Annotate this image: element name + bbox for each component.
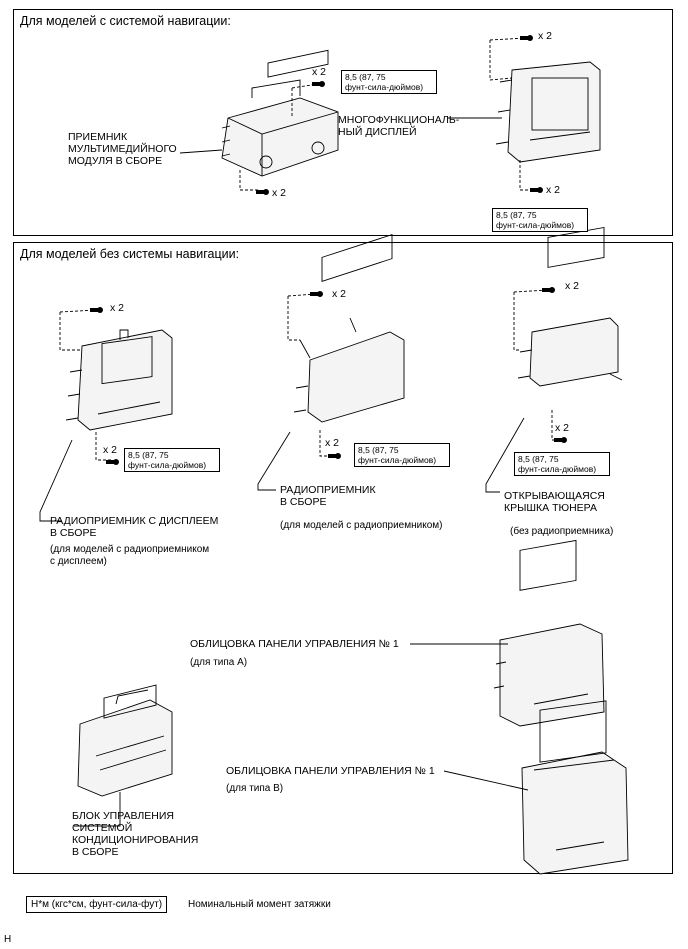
- nonav-qty-radio-display-top: x 2: [110, 302, 125, 314]
- nav-qty-display-top: x 2: [538, 30, 553, 42]
- panel-b-label: ОБЛИЦОВКА ПАНЕЛИ УПРАВЛЕНИЯ № 1: [226, 765, 435, 777]
- nonav-panel: [13, 242, 673, 874]
- nav-torque-receiver: 8,5 (87, 75 фунт-сила-дюймов): [341, 70, 437, 94]
- nonav-torque-tuner: 8,5 (87, 75 фунт-сила-дюймов): [514, 452, 610, 476]
- radio-display-note: (для моделей с радиоприемником с дисплее…: [50, 544, 210, 567]
- nonav-header: Для моделей без системы навигации:: [20, 247, 240, 261]
- tuner-note: (без радиоприемника): [510, 526, 614, 537]
- radio-note: (для моделей с радиоприемником): [280, 520, 443, 531]
- legend-unit-box: Н*м (кгс*см, фунт-сила-фут): [26, 896, 168, 913]
- nonav-qty-radio-top: x 2: [332, 288, 347, 300]
- nonav-torque-radio: 8,5 (87, 75 фунт-сила-дюймов): [354, 443, 450, 467]
- nav-display-label: МНОГОФУНКЦИОНАЛЬ- НЫЙ ДИСПЛЕЙ: [338, 114, 460, 138]
- radio-display-label: РАДИОПРИЕМНИК С ДИСПЛЕЕМ В СБОРЕ: [50, 515, 219, 539]
- nonav-qty-tuner-bottom: x 2: [555, 422, 570, 434]
- legend-description: Номинальный момент затяжки: [188, 899, 331, 910]
- corner-mark: H: [4, 934, 12, 945]
- nav-panel: [13, 9, 673, 236]
- nav-receiver-label: ПРИЕМНИК МУЛЬТИМЕДИЙНОГО МОДУЛЯ В СБОРЕ: [68, 131, 177, 167]
- panel-b-note: (для типа B): [226, 783, 284, 794]
- panel-b-drawing: [521, 700, 629, 875]
- ac-control-drawing: [77, 684, 173, 797]
- nonav-qty-tuner-top: x 2: [565, 280, 580, 292]
- nav-qty-receiver-bottom: x 2: [272, 187, 287, 199]
- nonav-qty-radio-bottom: x 2: [325, 437, 340, 449]
- nonav-torque-radio-display: 8,5 (87, 75 фунт-сила-дюймов): [124, 448, 220, 472]
- nav-qty-display-bottom: x 2: [546, 184, 561, 196]
- ac-control-label: БЛОК УПРАВЛЕНИЯ СИСТЕМОЙ КОНДИЦИОНИРОВАН…: [72, 810, 199, 858]
- nav-qty-receiver-top: x 2: [312, 66, 327, 78]
- nav-header: Для моделей с системой навигации:: [20, 14, 231, 28]
- screw-icons: [90, 35, 567, 465]
- tuner-cover-drawing: [517, 226, 623, 387]
- panel-a-note: (для типа A): [190, 657, 248, 668]
- multimedia-receiver-drawing: [221, 49, 339, 177]
- radio-drawing: [293, 234, 405, 423]
- panel-a-drawing: [493, 539, 605, 727]
- radio-label: РАДИОПРИЕМНИК В СБОРЕ: [280, 484, 376, 508]
- multifunction-display-drawing: [495, 61, 601, 163]
- nonav-qty-radio-display-bottom: x 2: [103, 444, 118, 456]
- radio-display-drawing: [65, 329, 173, 431]
- panel-a-label: ОБЛИЦОВКА ПАНЕЛИ УПРАВЛЕНИЯ № 1: [190, 638, 399, 650]
- nav-torque-display: 8,5 (87, 75 фунт-сила-дюймов): [492, 208, 588, 232]
- tuner-label: ОТКРЫВАЮЩАЯСЯ КРЫШКА ТЮНЕРА: [504, 490, 605, 514]
